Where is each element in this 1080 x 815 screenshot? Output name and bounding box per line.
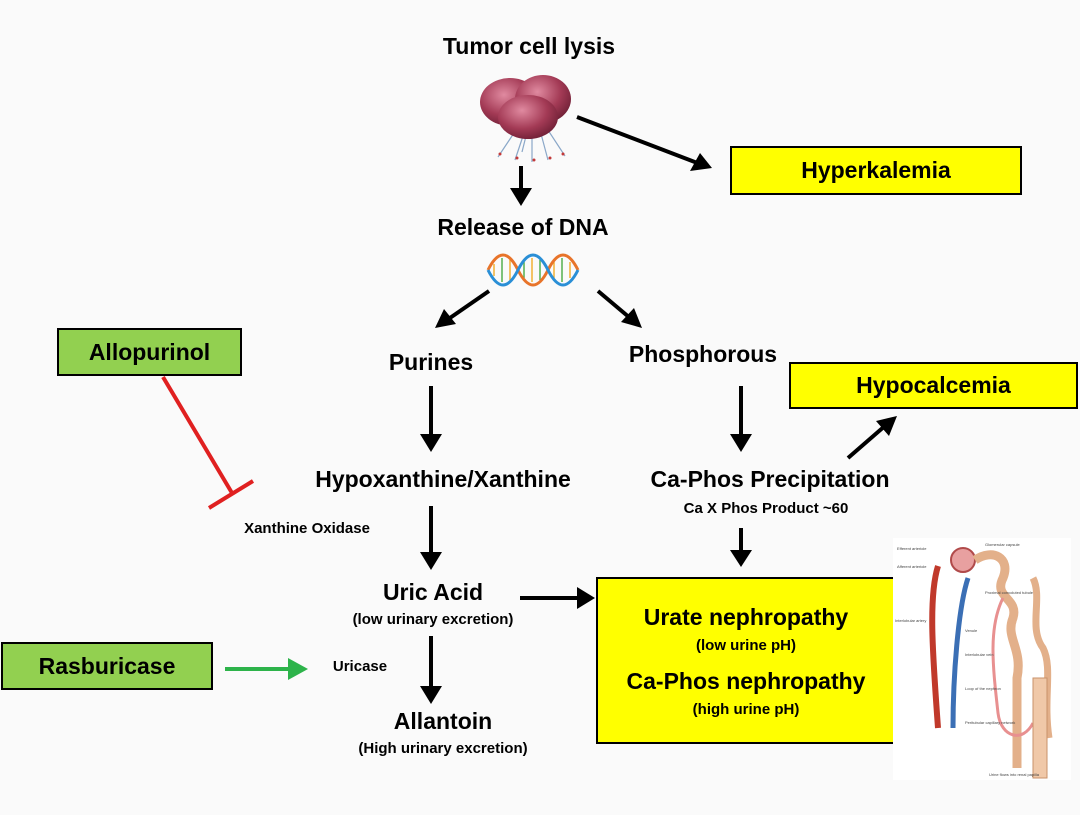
uric-acid-note: (low urinary excretion) (352, 611, 514, 628)
allantoin-label: Allantoin (393, 708, 493, 734)
arrow-lysis-to-hyperkalemia (576, 115, 701, 166)
urate-nephropathy-label: Urate nephropathy (643, 603, 849, 630)
rasburicase-green-arrow (225, 658, 308, 680)
svg-text:Interlobular artery: Interlobular artery (895, 618, 926, 623)
arrow-dna-to-phosphorous (596, 289, 632, 320)
dna-helix-icon (486, 253, 580, 287)
phosphorous-label: Phosphorous (628, 341, 778, 367)
allopurinol-inhibit-line (161, 375, 255, 510)
svg-text:Peritubular capillary network: Peritubular capillary network (965, 720, 1015, 725)
ca-phos-note: (high urine pH) (692, 700, 800, 718)
uricase-label: Uricase (332, 658, 388, 675)
tumor-cell-lysis-label: Tumor cell lysis (442, 33, 616, 59)
svg-text:Loop of the nephron: Loop of the nephron (965, 686, 1001, 691)
ca-phos-nephropathy-label: Ca-Phos nephropathy (626, 667, 866, 694)
allantoin-note: (High urinary excretion) (358, 740, 528, 757)
ca-x-phos-product-label: Ca X Phos Product ~60 (683, 500, 849, 517)
nephropathy-box: Urate nephropathy (low urine pH) Ca-Phos… (596, 577, 896, 744)
arrow-precipitation-to-hypocalcemia (846, 423, 888, 460)
nephron-labels: Glomerular capsule Efferent arteriole Af… (895, 542, 1040, 777)
urate-note: (low urine pH) (696, 636, 796, 654)
arrow-dna-to-purines (445, 289, 491, 322)
svg-text:Urine flows into renal papilla: Urine flows into renal papilla (989, 772, 1040, 777)
hyperkalemia-box: Hyperkalemia (730, 146, 1022, 195)
tumor-cell-icon (480, 75, 571, 162)
svg-text:Efferent arteriole: Efferent arteriole (897, 546, 927, 551)
ca-phos-precipitation-label: Ca-Phos Precipitation (650, 466, 890, 492)
xanthine-oxidase-label: Xanthine Oxidase (244, 520, 370, 537)
rasburicase-box: Rasburicase (1, 642, 213, 690)
svg-text:Afferent arteriole: Afferent arteriole (897, 564, 927, 569)
svg-text:Glomerular capsule: Glomerular capsule (985, 542, 1020, 547)
release-of-dna-label: Release of DNA (437, 214, 609, 240)
uric-acid-label: Uric Acid (382, 579, 484, 605)
nephron-illustration: Glomerular capsule Efferent arteriole Af… (893, 538, 1071, 780)
purines-label: Purines (388, 349, 474, 375)
allopurinol-box: Allopurinol (57, 328, 242, 376)
hypoxanthine-xanthine-label: Hypoxanthine/Xanthine (315, 466, 571, 492)
svg-text:Interlobular vein: Interlobular vein (965, 652, 993, 657)
svg-text:Proximal convoluted tubule: Proximal convoluted tubule (985, 590, 1034, 595)
svg-text:Venule: Venule (965, 628, 978, 633)
hypocalcemia-box: Hypocalcemia (789, 362, 1078, 409)
